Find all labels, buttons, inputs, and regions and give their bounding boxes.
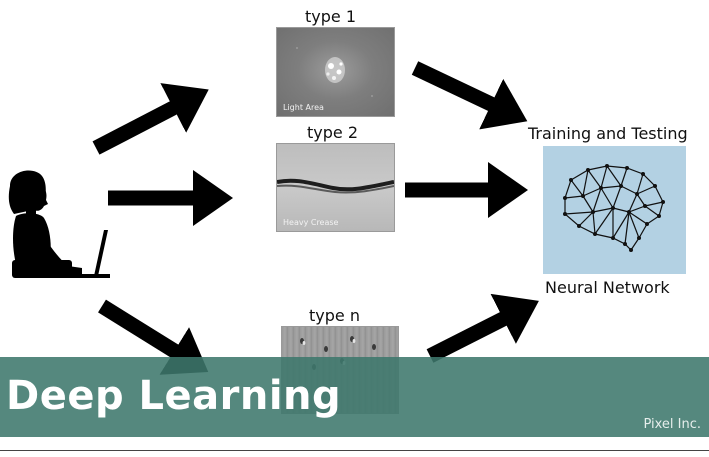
title-banner: Deep Learning Pixel Inc.	[0, 357, 709, 437]
type2-label: type 2	[307, 123, 359, 142]
light-area-caption: Light Area	[283, 103, 324, 112]
neural-network-panel	[543, 146, 686, 274]
neural-network-label: Neural Network	[545, 278, 670, 297]
arrow-person-to-type1	[92, 83, 209, 155]
brain-network-icon	[563, 164, 665, 252]
type2-thumbnail: Heavy Crease	[276, 143, 395, 232]
arrow-person-to-typen	[98, 299, 209, 375]
light-area-spots	[296, 47, 373, 97]
heavy-crease-line	[277, 178, 394, 194]
type1-label: type 1	[305, 7, 357, 26]
type1-thumbnail: Light Area	[276, 27, 395, 117]
arrow-typen-to-network	[426, 293, 539, 363]
arrow-type1-to-network	[411, 61, 528, 130]
bottom-divider	[0, 450, 709, 451]
heavy-crease-caption: Heavy Crease	[283, 218, 339, 227]
banner-title: Deep Learning	[6, 373, 342, 419]
brand-label: Pixel Inc.	[643, 417, 701, 432]
person-at-laptop-icon	[8, 170, 110, 278]
training-label: Training and Testing	[528, 124, 688, 143]
typen-label: type n	[309, 306, 360, 325]
